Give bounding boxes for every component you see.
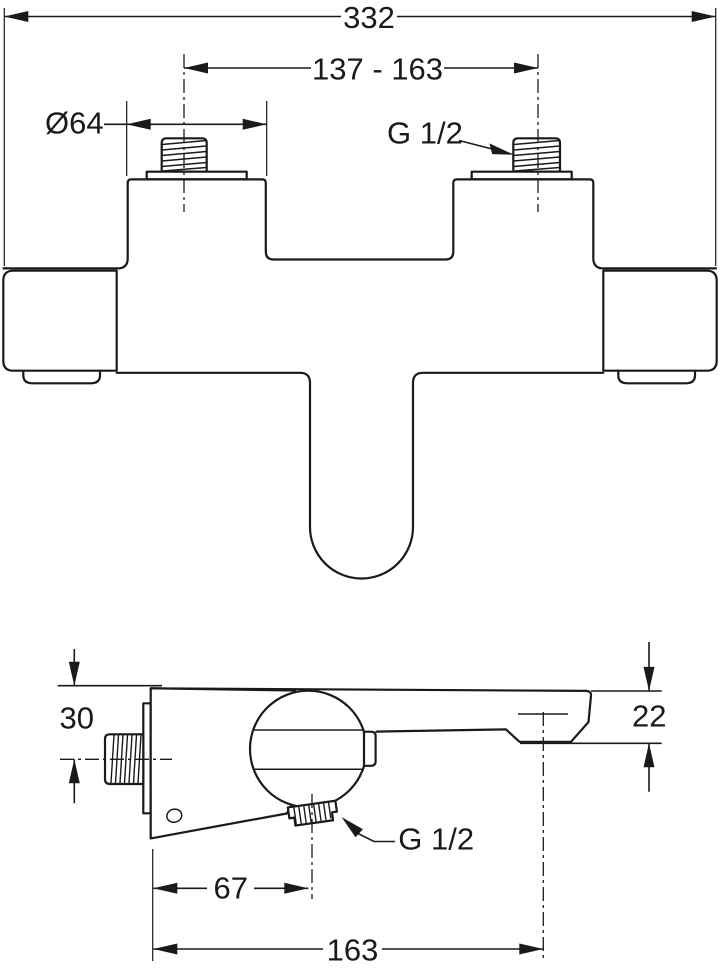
dim-22-label: 22 — [632, 699, 666, 734]
arrowhead — [643, 743, 655, 768]
dim-escutcheon-diameter: Ø64 — [45, 101, 268, 176]
body-bottom-and-spout — [115, 371, 605, 580]
arrowhead — [184, 62, 208, 74]
left-escutcheon — [145, 170, 248, 181]
dim-30-label: 30 — [59, 701, 93, 736]
arrowhead — [126, 118, 151, 130]
dim-center-distance: 137 - 163 — [184, 52, 538, 87]
dim-spout-end-height: 22 — [520, 642, 666, 792]
arrowhead — [68, 661, 80, 686]
arrowhead — [153, 882, 178, 894]
arrowhead — [4, 11, 29, 22]
left-foot-pad — [22, 368, 102, 385]
dim-top-to-inlet: 30 — [57, 649, 162, 804]
label-inlet-thread: G 1/2 — [387, 116, 514, 155]
left-handle — [2, 269, 118, 372]
arrowhead — [341, 817, 363, 838]
dim-163-label: 163 — [327, 933, 379, 968]
arrowhead — [691, 11, 716, 22]
right-handle — [602, 269, 718, 372]
control-knob — [248, 689, 368, 809]
arrowhead — [643, 666, 655, 691]
knob-front-cap — [362, 730, 377, 767]
arrowhead — [519, 943, 544, 955]
right-escutcheon — [470, 170, 573, 181]
screw-hole — [166, 808, 183, 824]
inlet-thread-label: G 1/2 — [387, 116, 463, 151]
arrowhead — [489, 143, 514, 155]
arrowhead — [242, 118, 267, 130]
dim-67-label: 67 — [214, 871, 248, 906]
body-top-outline — [2, 178, 718, 270]
wall-flange — [142, 702, 152, 815]
spout-side-profile — [375, 689, 593, 743]
arrowhead — [68, 759, 80, 784]
dim-escutcheon-diameter-label: Ø64 — [45, 106, 104, 141]
arrowhead — [514, 62, 538, 74]
side-view: 30 22 G 1/2 67 163 — [57, 642, 666, 968]
dim-overall-width-label: 332 — [343, 0, 395, 35]
dim-outlet-offset: 67 — [153, 871, 309, 906]
arrowhead — [153, 943, 178, 955]
front-view: 332 137 - 163 Ø64 G 1/2 — [2, 0, 718, 580]
label-outlet-thread: G 1/2 — [341, 817, 474, 857]
outlet-thread-label: G 1/2 — [398, 822, 474, 857]
knob-grip-band — [253, 729, 364, 771]
side-top-edge — [149, 687, 588, 692]
right-foot-pad — [617, 368, 697, 385]
right-inlet-stud — [512, 137, 562, 173]
dim-center-distance-label: 137 - 163 — [312, 52, 443, 87]
dim-spout-reach: 163 — [153, 933, 544, 968]
arrowhead — [284, 882, 309, 894]
dim-overall-width: 332 — [3, 0, 717, 266]
